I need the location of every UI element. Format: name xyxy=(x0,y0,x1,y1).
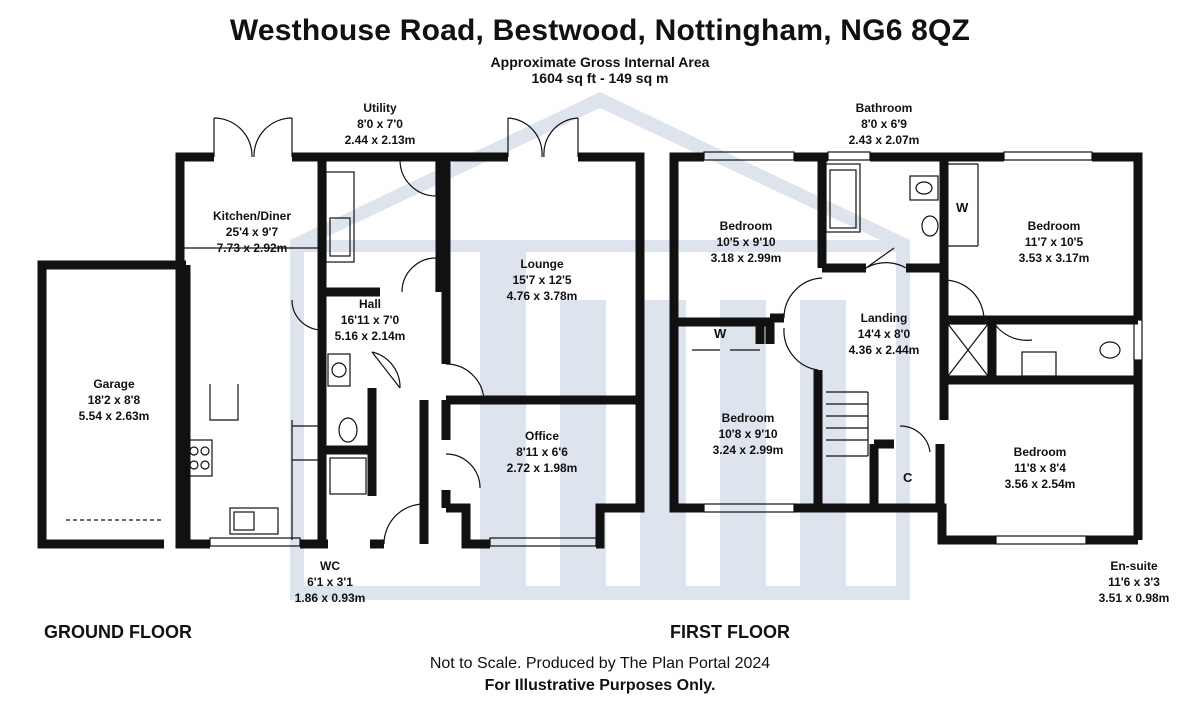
ground-floor-details xyxy=(66,117,597,547)
footer-illustrative: For Illustrative Purposes Only. xyxy=(484,677,716,694)
page-title: Westhouse Road, Bestwood, Nottingham, NG… xyxy=(229,14,971,47)
first-floor-walls xyxy=(669,152,1143,545)
footer-disclaimer: Not to Scale. Produced by The Plan Porta… xyxy=(429,655,771,672)
cupboard-mark: C xyxy=(903,470,913,485)
wardrobe-mark-first: W xyxy=(714,326,727,341)
wardrobe-mark-second: W xyxy=(956,200,969,215)
area-label: Approximate Gross Internal Area xyxy=(490,54,710,70)
ground-floor-label: GROUND FLOOR xyxy=(44,622,192,642)
ground-floor-walls xyxy=(37,152,645,549)
first-floor-details xyxy=(692,151,1143,545)
first-floor-label: FIRST FLOOR xyxy=(670,622,790,642)
area-value: 1604 sq ft - 149 sq m xyxy=(531,70,669,86)
